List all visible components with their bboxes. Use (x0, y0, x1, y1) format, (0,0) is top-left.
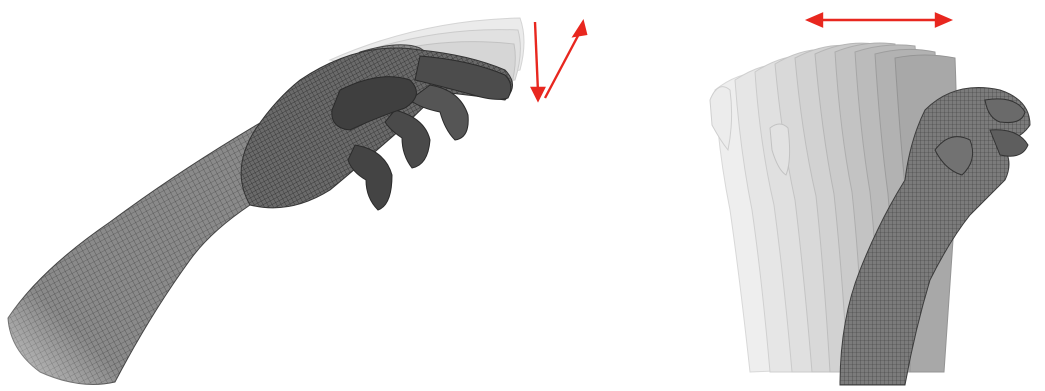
left-hand-panel (0, 0, 610, 391)
forearm-fade (0, 200, 200, 391)
back-finger-mesh (710, 87, 732, 150)
right-hand-panel (700, 0, 1045, 391)
double-diagonal-arrow-icon (532, 22, 586, 100)
double-headed-horizontal-arrow-icon (808, 14, 950, 26)
left-hand-figure (0, 0, 610, 391)
ring-finger-mesh (385, 110, 430, 168)
little-finger-mesh (348, 145, 392, 210)
right-hand-figure (700, 0, 1045, 391)
